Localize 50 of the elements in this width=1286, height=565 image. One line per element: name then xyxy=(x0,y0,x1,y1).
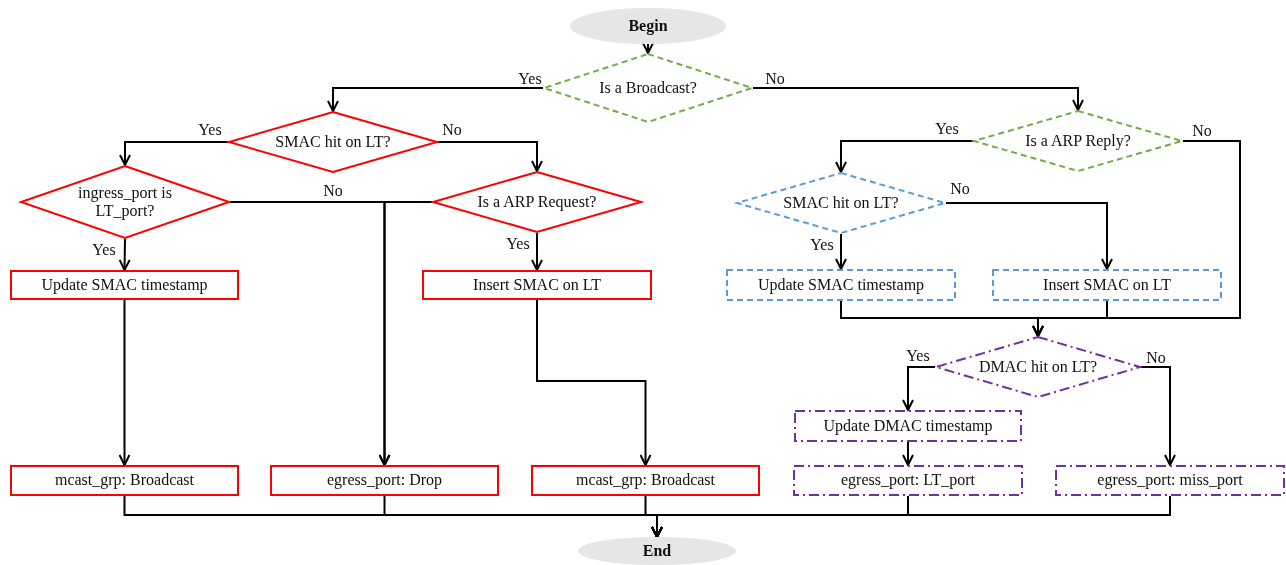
edge-label: No xyxy=(442,122,462,138)
terminator-ellipse: Begin xyxy=(570,8,726,44)
arrow xyxy=(327,87,544,112)
edge-label: Yes xyxy=(810,237,834,253)
arrow xyxy=(118,299,131,466)
arrow xyxy=(945,202,1113,270)
arrow xyxy=(1140,366,1176,466)
edge-label: No xyxy=(1192,123,1212,139)
edge-label: No xyxy=(1146,350,1166,366)
decision-diamond: Is a Broadcast? xyxy=(543,53,753,123)
edge-label: No xyxy=(950,181,970,197)
arrow xyxy=(902,441,914,466)
decision-diamond: Is a ARP Reply? xyxy=(973,110,1183,172)
process-box: Insert SMAC on LT xyxy=(422,270,652,300)
edge-label: Yes xyxy=(506,236,530,252)
process-box: egress_port: LT_port xyxy=(793,465,1023,496)
edge-label: Yes xyxy=(935,121,959,137)
arrow xyxy=(437,141,543,172)
arrow xyxy=(752,87,1084,111)
decision-diamond: DMAC hit on LT? xyxy=(935,336,1141,398)
process-box: mcast_grp: Broadcast xyxy=(10,465,239,496)
process-box: Update DMAC timestamp xyxy=(794,410,1022,442)
arrow xyxy=(378,201,433,466)
edge-label: No xyxy=(765,71,785,87)
arrow xyxy=(642,42,654,54)
process-box: Insert SMAC on LT xyxy=(992,269,1222,301)
arrow xyxy=(902,366,936,411)
edge-label: No xyxy=(323,183,343,199)
process-box: egress_port: Drop xyxy=(270,465,499,496)
edge-label: Yes xyxy=(518,71,542,87)
arrow xyxy=(835,233,847,270)
decision-diamond: SMAC hit on LT? xyxy=(736,172,946,234)
terminator-ellipse: End xyxy=(578,537,736,565)
arrow xyxy=(119,141,229,166)
arrow xyxy=(651,495,1171,538)
arrow xyxy=(1032,300,1108,337)
arrow xyxy=(531,232,543,271)
process-box: mcast_grp: Broadcast xyxy=(531,465,760,496)
decision-diamond: SMAC hit on LT? xyxy=(228,111,438,173)
process-box: egress_port: miss_port xyxy=(1055,465,1285,496)
process-box: Update SMAC timestamp xyxy=(726,269,956,301)
edge-label: Yes xyxy=(198,122,222,138)
decision-diamond: Is a ARP Request? xyxy=(432,171,642,233)
arrow xyxy=(536,299,652,466)
edge-label: Yes xyxy=(92,242,116,258)
arrow xyxy=(118,238,131,271)
arrow xyxy=(835,140,974,173)
decision-diamond: ingress_port is LT_port? xyxy=(20,165,230,239)
edge-label: Yes xyxy=(906,348,930,364)
process-box: Update SMAC timestamp xyxy=(10,270,239,300)
